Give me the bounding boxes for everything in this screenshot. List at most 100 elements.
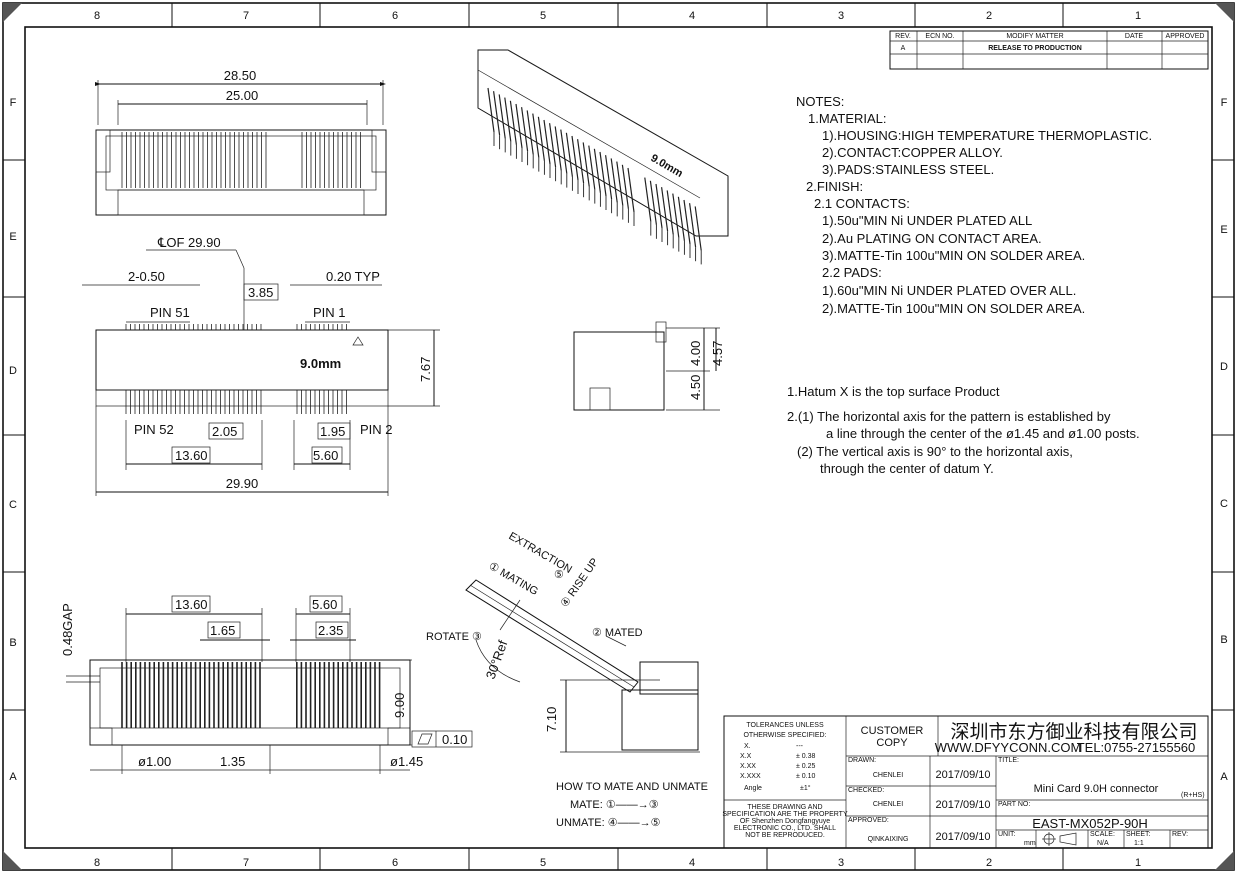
dim-label: 9.00 [392, 693, 407, 718]
pin-stroke [532, 113, 540, 158]
row-label: D [9, 365, 17, 377]
row-label: B [1220, 634, 1227, 646]
datum-note: a line through the center of the ø1.45 a… [826, 426, 1140, 441]
pin-stroke [582, 142, 590, 187]
pin-stroke [571, 135, 579, 181]
title-block: TOLERANCES UNLESS OTHERWISE SPECIFIED: X… [722, 715, 1209, 849]
row-label: E [1220, 224, 1227, 236]
note-line: NOTES: [796, 94, 844, 109]
pin-stroke [661, 187, 669, 232]
pin-stroke [537, 116, 545, 161]
pin-stroke [649, 180, 657, 225]
rev-cell: A [901, 45, 906, 52]
title-label: TITLE: [998, 757, 1019, 764]
note-line: 3).PADS:STAINLESS STEEL. [822, 162, 994, 177]
pin-stroke [655, 183, 663, 229]
property-note: THESE DRAWING AND [747, 804, 822, 811]
pin-stroke [543, 119, 551, 165]
col-label: 4 [689, 857, 695, 869]
drawn-by: CHENLEI [873, 772, 903, 779]
drawing-title: Mini Card 9.0H connector [1034, 783, 1159, 795]
pin-stroke [577, 139, 585, 184]
row-label: C [1220, 498, 1228, 510]
corner-mark [1215, 851, 1234, 870]
datum-note: 2.(1) The horizontal axis for the patter… [787, 409, 1111, 424]
side-view: 4.00 4.57 4.50 [573, 321, 725, 411]
pin-stroke [521, 107, 529, 152]
pin-stroke [621, 164, 629, 209]
hole-label: ø1.00 [138, 754, 171, 769]
dim-label: 7.67 [418, 357, 433, 382]
checked-label: CHECKED: [848, 787, 884, 794]
pin-label: PIN 51 [150, 305, 190, 320]
contact-pins [125, 324, 347, 414]
note-line: 2.2 PADS: [822, 265, 882, 280]
drawn-label: DRAWN: [848, 757, 876, 764]
col-label: 1 [1135, 857, 1141, 869]
dim-label: 3.85 [248, 285, 273, 300]
pin-label: PIN 2 [360, 422, 393, 437]
tol-val: ±1° [800, 784, 811, 792]
pin-stroke [498, 94, 506, 139]
tol-key: X.X [740, 753, 752, 760]
projection-icon [1042, 832, 1077, 846]
dim-label: 4.57 [710, 341, 725, 366]
mate-sequence: MATE: ①——→③ [570, 799, 659, 811]
corner-mark [3, 851, 22, 870]
row-label: C [9, 499, 17, 511]
dim-label: 5.60 [313, 448, 338, 463]
col-label: 5 [540, 857, 546, 869]
tol-val: ± 0.10 [796, 773, 816, 780]
dim-label: 0.20 TYP [326, 269, 380, 284]
dim-label: 1.65 [210, 623, 235, 638]
pin-stroke [627, 167, 635, 213]
pin-stroke [504, 97, 512, 142]
rev-cell: RELEASE TO PRODUCTION [988, 45, 1082, 52]
flatness-value: 0.10 [442, 732, 467, 747]
grid-ticks [3, 3, 1234, 870]
howto-title: HOW TO MATE AND UNMATE [556, 781, 708, 793]
step-label: ROTATE ③ [426, 631, 482, 643]
tolerance-title: OTHERWISE SPECIFIED: [743, 732, 826, 739]
tolerance-title: TOLERANCES UNLESS [746, 722, 824, 729]
company-website: WWW.DFYYCONN.COM [935, 740, 1082, 755]
pin-stroke [666, 190, 674, 235]
company-phone: TEL:0755-27155560 [1077, 740, 1196, 755]
note-line: 1).50u"MIN Ni UNDER PLATED ALL [822, 213, 1032, 228]
pin-stroke [689, 203, 697, 248]
note-line: 1).HOUSING:HIGH TEMPERATURE THERMOPLASTI… [822, 128, 1152, 143]
rev-header: APPROVED [1166, 33, 1205, 40]
note-line: 3).MATTE-Tin 100u"MIN ON SOLDER AREA. [822, 248, 1085, 263]
rohs-mark: (R+HS) [1181, 792, 1205, 799]
step-label: ⑤ [554, 569, 564, 581]
dim-label: 2-0.50 [128, 269, 165, 284]
dim-label: 1.95 [320, 424, 345, 439]
dim-label: 4.00 [688, 341, 703, 366]
note-line: 1.MATERIAL: [808, 111, 887, 126]
approved-label: APPROVED: [848, 817, 889, 824]
pin-stroke [487, 87, 495, 133]
tol-val: ± 0.38 [796, 753, 816, 760]
pin-stroke [677, 196, 685, 241]
step-label: ② MATED [592, 627, 643, 639]
rev-header: DATE [1125, 33, 1143, 40]
pin-label: PIN 52 [134, 422, 174, 437]
flatness-symbol [417, 733, 433, 745]
hole-label: ø1.45 [390, 754, 423, 769]
rev-header: MODIFY MATTER [1006, 33, 1063, 40]
pin-stroke [554, 126, 562, 171]
note-line: 1).60u"MIN Ni UNDER PLATED OVER ALL. [822, 283, 1076, 298]
dim-label: 1.35 [220, 754, 245, 769]
col-label: 2 [986, 857, 992, 869]
dim-label: 29.90 [226, 476, 259, 491]
pin-stroke [605, 155, 613, 200]
pcb-view: 13.60 5.60 1.65 2.35 0.48GAP 9.00 0.10 [60, 595, 473, 774]
row-label: A [9, 771, 17, 783]
tol-key: X.XX [740, 763, 756, 770]
col-label: 4 [689, 10, 695, 22]
note-line: 2).MATTE-Tin 100u"MIN ON SOLDER AREA. [822, 301, 1085, 316]
col-label: 8 [94, 10, 100, 22]
col-label: 6 [392, 857, 398, 869]
